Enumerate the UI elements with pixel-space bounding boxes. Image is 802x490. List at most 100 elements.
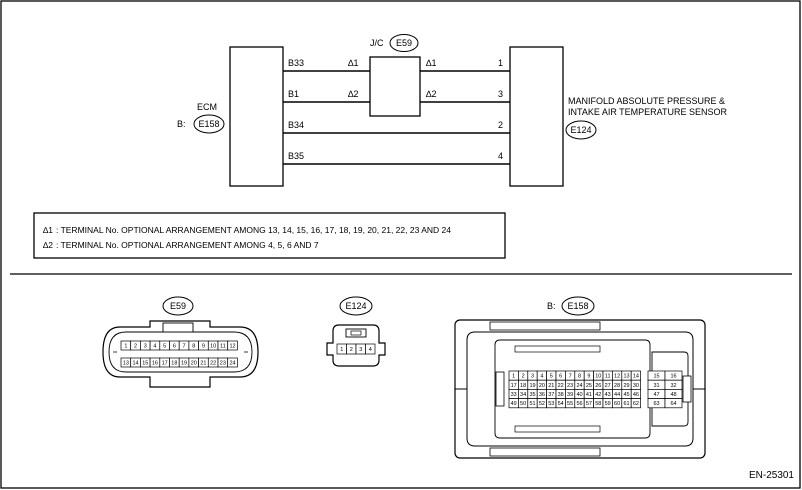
pin-cell: 27 [602,379,613,390]
pin-number: 33 [511,392,517,398]
pin-number: 18 [520,383,526,389]
pin-cell: 28 [612,379,623,390]
pin-number: 28 [614,383,620,389]
pin-number: 6 [173,344,176,350]
pin-cell: 15 [140,357,151,368]
pin-number: 19 [529,383,535,389]
pin-cell: 17 [508,379,519,390]
pin-number: 10 [595,374,601,380]
pin-number: 49 [511,401,517,407]
pin-number: 51 [529,401,535,407]
pin-cell: 13 [120,357,132,368]
pin-number: 4 [369,347,372,353]
pin-cell: 7 [178,340,190,351]
ecm-prefix: B: [177,119,186,129]
pin-cell: 6 [555,370,566,381]
pin-number: 8 [192,344,195,350]
pin-number: 3 [144,344,147,350]
pin-number: 54 [558,401,564,407]
pin-number: 11 [220,344,226,350]
pin-cell: 9 [583,370,594,381]
pin-cell: 41 [583,389,594,399]
ecm-pin-b34: B34 [288,120,304,130]
pin-number: 48 [670,392,676,398]
pin-cell: 53 [546,398,557,409]
e158-code-badge [561,296,595,316]
pin-number: 24 [576,383,582,389]
pin-number: 22 [558,383,564,389]
pin-number: 43 [605,392,611,398]
pin-cell: 12 [612,370,623,381]
pin-cell: 2 [518,370,529,381]
pin-cell: 56 [574,398,585,409]
pin-cell: 39 [565,389,576,399]
pin-number: 7 [183,344,186,350]
sensor-code: E124 [570,125,591,135]
pin-number: 14 [633,374,639,380]
pin-cell: 15 [647,370,666,381]
pin-cell: 42 [593,389,604,399]
sensor-box [509,46,564,187]
pin-number: 20 [539,383,545,389]
pin-number: 4 [153,344,156,350]
pin-cell: 46 [630,389,641,399]
ecm-box [229,46,284,187]
notes-box [33,212,506,259]
note-1-mark: ∆1 [43,225,53,235]
pin-number: 1 [340,347,343,353]
pin-cell: 4 [365,343,376,355]
pin-cell: 9 [198,340,209,351]
pin-number: 17 [511,383,517,389]
pin-cell: 4 [149,340,161,351]
jc-label: J/C [370,38,384,48]
pin-cell: 19 [527,379,538,390]
pin-number: 61 [623,401,629,407]
e158-code: E158 [567,301,588,311]
pin-cell: 19 [178,357,190,368]
pin-number: 35 [529,392,535,398]
pin-cell: 18 [169,357,180,368]
pin-number: 30 [633,383,639,389]
ecm-label: ECM [197,102,217,112]
pin-cell: 3 [355,343,366,355]
pin-number: 2 [522,374,525,380]
sensor-pin-2: 2 [498,120,503,130]
pin-number: 9 [202,344,205,350]
pin-number: 10 [210,344,216,350]
pin-cell: 36 [536,389,547,399]
pin-number: 27 [605,383,611,389]
pin-cell: 20 [188,357,199,368]
pin-cell: 24 [227,357,238,368]
pin-cell: 59 [602,398,613,409]
pin-number: 22 [210,361,216,367]
pin-number: 13 [123,361,129,367]
pin-cell: 14 [630,370,641,381]
pin-cell: 4 [536,370,547,381]
pin-cell: 32 [664,379,683,390]
pin-number: 8 [578,374,581,380]
pin-number: 59 [605,401,611,407]
pin-cell: 2 [346,343,357,355]
pin-number: 9 [587,374,590,380]
pin-cell: 3 [527,370,538,381]
pin-cell: 16 [664,370,683,381]
e59-code: E59 [170,301,186,311]
pin-cell: 29 [621,379,632,390]
ecm-code: E158 [198,119,219,129]
pin-cell: 60 [612,398,623,409]
pin-number: 3 [359,347,362,353]
pin-number: 21 [548,383,554,389]
pin-cell: 1 [508,370,519,381]
pin-number: 5 [550,374,553,380]
pin-number: 52 [539,401,545,407]
pin-number: 19 [181,361,187,367]
jc-right-mark-2: ∆2 [426,89,437,99]
pin-cell: 1 [120,340,132,351]
pin-cell: 33 [508,389,519,399]
ecm-pin-b33: B33 [288,58,304,68]
pin-number: 14 [132,361,138,367]
